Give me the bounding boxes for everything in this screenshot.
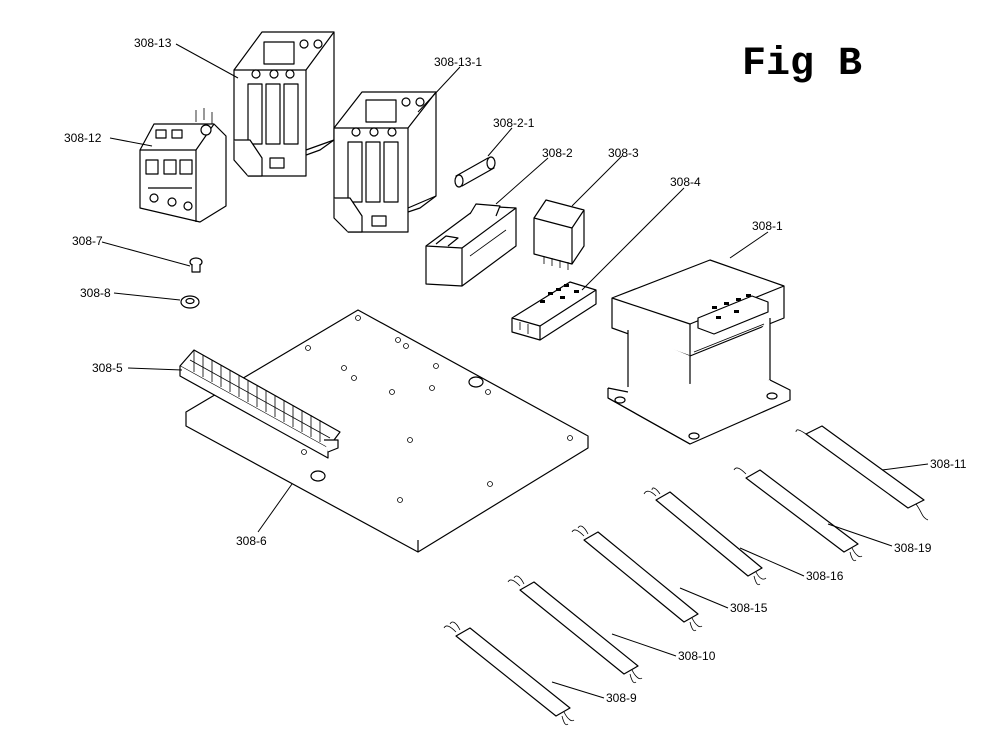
label-308-2: 308-2 (542, 146, 573, 160)
label-308-5: 308-5 (92, 361, 123, 375)
label-308-13: 308-13 (134, 36, 172, 50)
label-308-1: 308-1 (752, 219, 783, 233)
wire-308-19 (733, 467, 863, 562)
washer-308-8 (180, 295, 200, 309)
contactor-308-13 (233, 31, 335, 177)
label-308-9: 308-9 (606, 691, 637, 705)
leader-lines (101, 43, 929, 699)
wire-308-9 (443, 621, 575, 726)
screw-308-7 (189, 257, 203, 273)
label-308-3: 308-3 (608, 146, 639, 160)
label-308-11: 308-11 (930, 457, 967, 471)
label-308-10: 308-10 (678, 649, 716, 663)
base-plate-308-6 (185, 309, 589, 553)
label-308-7: 308-7 (72, 234, 103, 248)
contactor-308-13-1 (333, 91, 437, 233)
fuse-holder-308-2 (425, 203, 517, 287)
relay-socket-308-4 (511, 281, 597, 341)
fuse-308-2-1 (454, 156, 496, 188)
wire-308-10 (507, 575, 643, 684)
label-308-19: 308-19 (894, 541, 932, 555)
label-308-12: 308-12 (64, 131, 102, 145)
transformer-308-1 (607, 259, 791, 445)
label-308-16: 308-16 (806, 569, 844, 583)
label-308-6: 308-6 (236, 534, 267, 548)
label-308-13-1: 308-13-1 (434, 55, 482, 69)
terminal-strip-308-5 (179, 349, 341, 459)
relay-308-3 (533, 199, 585, 270)
wire-308-15 (571, 525, 703, 632)
wire-308-16 (643, 487, 767, 586)
label-308-15: 308-15 (730, 601, 768, 615)
wire-308-11 (795, 425, 929, 521)
label-308-4: 308-4 (670, 175, 701, 189)
figure-title: Fig B (742, 42, 862, 87)
label-308-2-1: 308-2-1 (493, 116, 535, 130)
label-308-8: 308-8 (80, 286, 111, 300)
overload-relay-308-12 (139, 108, 227, 223)
